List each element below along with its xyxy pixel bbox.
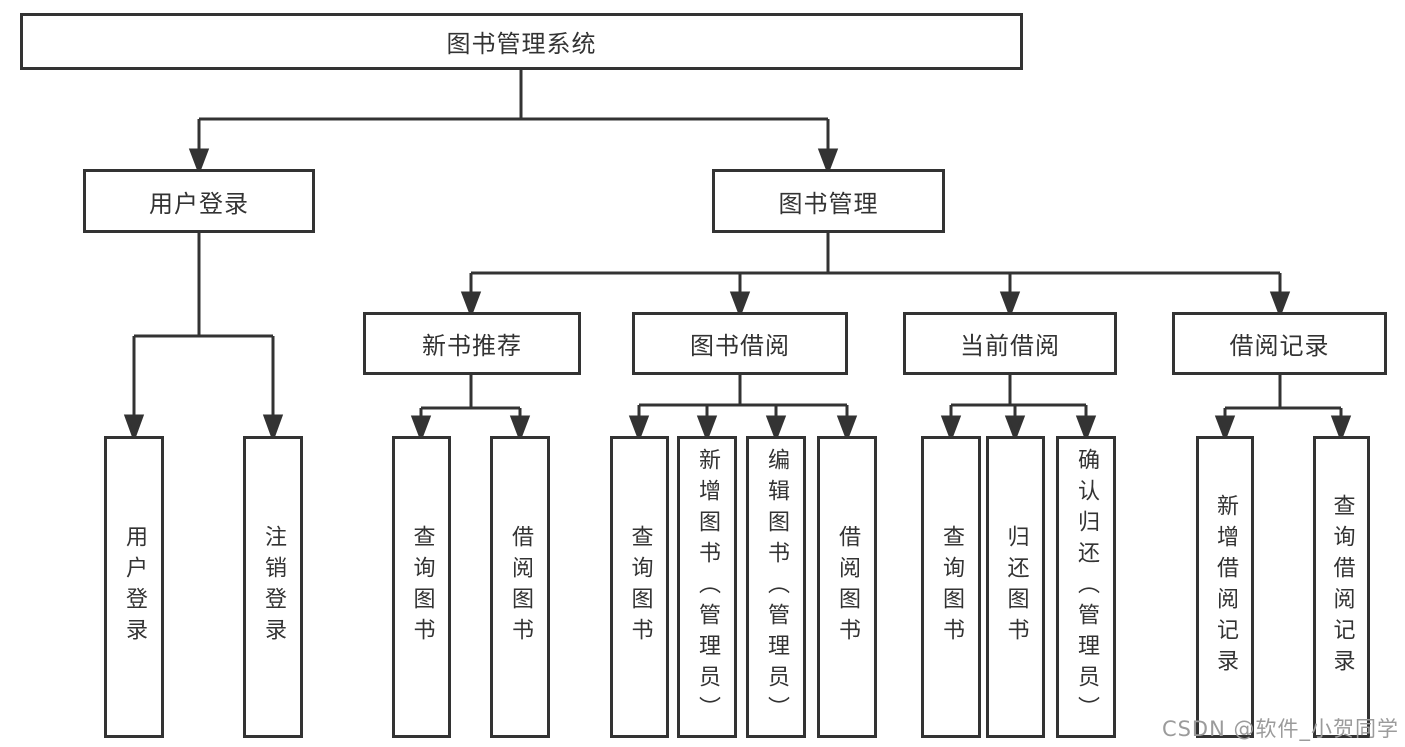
connector-current-borrowing-children [940,375,1097,443]
node-borrowing-records-label: 借阅记录 [1229,332,1330,360]
node-borrow-books: 借阅图书 [817,436,877,738]
node-user-login-label: 用户登录 [149,189,249,218]
node-user-login-leaf: 用户登录 [104,436,164,738]
node-user-login: 用户登录 [83,169,315,233]
node-logout: 注销登录 [243,436,303,738]
node-confirm-return-admin: 确认归还（管理员） [1056,436,1116,738]
node-add-borrow-record: 新增借阅记录 [1196,436,1254,738]
connector-new-book-recommendation-children [410,375,531,443]
node-borrow-books-recommend: 借阅图书 [490,436,550,738]
node-query-books-current: 查询图书 [921,436,981,738]
node-add-borrow-record-label: 新增借阅记录 [1213,494,1238,680]
connector-book-borrowing-children [628,375,858,443]
node-edit-books-admin-label: 编辑图书（管理员） [764,447,789,727]
node-book-management: 图书管理 [712,169,945,233]
node-add-books-admin-label: 新增图书（管理员） [695,447,720,727]
node-current-borrowing: 当前借阅 [903,312,1117,375]
connector-user-login-children [123,233,284,443]
node-book-borrowing: 图书借阅 [632,312,848,375]
node-query-books-recommend-label: 查询图书 [409,525,435,649]
node-user-login-leaf-label: 用户登录 [122,525,147,649]
node-query-books-borrowing: 查询图书 [610,436,669,738]
node-new-book-recommendation: 新书推荐 [363,312,581,375]
node-borrow-books-recommend-label: 借阅图书 [508,525,533,649]
node-borrowing-records: 借阅记录 [1172,312,1387,375]
node-query-books-recommend: 查询图书 [392,436,451,738]
node-query-borrow-record: 查询借阅记录 [1313,436,1370,738]
node-return-books: 归还图书 [986,436,1045,738]
node-book-borrowing-label: 图书借阅 [690,332,790,360]
node-book-management-label: 图书管理 [778,189,879,218]
csdn-watermark: CSDN @软件_小贺同学 [1161,717,1399,741]
connector-root-to-level2 [188,70,839,176]
node-library-system: 图书管理系统 [20,13,1023,70]
node-return-books-label: 归还图书 [1003,525,1029,649]
node-edit-books-admin: 编辑图书（管理员） [746,436,806,738]
node-new-book-recommendation-label: 新书推荐 [422,332,522,360]
node-add-books-admin: 新增图书（管理员） [677,436,737,738]
node-logout-label: 注销登录 [261,525,286,649]
node-query-books-borrowing-label: 查询图书 [627,525,653,649]
connector-book-management-children [460,233,1291,319]
node-confirm-return-admin-label: 确认归还（管理员） [1074,447,1099,727]
node-query-borrow-record-label: 查询借阅记录 [1329,494,1355,680]
connector-borrowing-records-children [1214,375,1352,443]
node-query-books-current-label: 查询图书 [939,525,964,649]
node-borrow-books-label: 借阅图书 [835,525,860,649]
node-library-system-label: 图书管理系统 [446,30,597,58]
node-current-borrowing-label: 当前借阅 [960,332,1060,360]
